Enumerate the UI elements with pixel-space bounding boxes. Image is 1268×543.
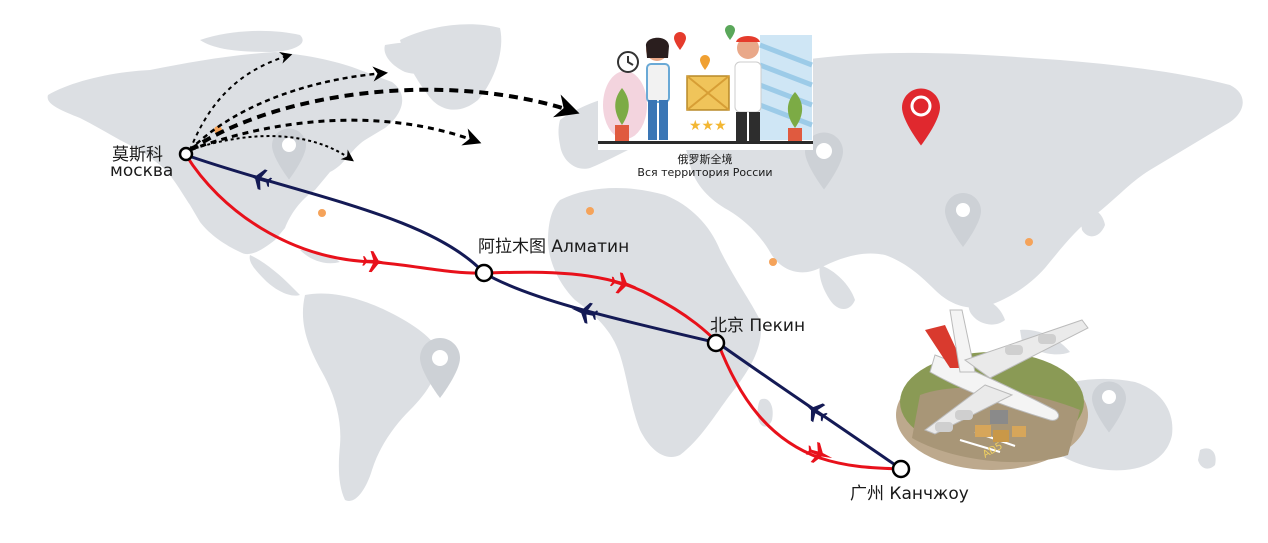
decorative-location-pins <box>272 128 1126 433</box>
beijing-label: 北京 Пекин <box>710 316 805 336</box>
almaty-label: 阿拉木图 Алматин <box>478 237 629 257</box>
moscow-label-ru: москва <box>110 161 173 181</box>
guangzhou-label: 广州 Канчжоу <box>850 484 969 504</box>
distribution-arrows <box>188 52 580 162</box>
node-moscow <box>178 146 194 162</box>
location-pin-icon <box>420 338 460 398</box>
location-pin-icon <box>1092 381 1126 433</box>
location-pin-icon <box>945 193 981 247</box>
navy-route-line <box>185 153 902 471</box>
moscow-label-zh: 莫斯科 <box>112 145 163 165</box>
node-guangzhou <box>891 459 911 479</box>
banner-text-zh: 俄罗斯全境 <box>678 152 733 166</box>
svg-text:★★★: ★★★ <box>689 118 727 134</box>
node-almaty <box>474 263 494 283</box>
location-pin-icon <box>805 132 843 190</box>
node-beijing <box>706 333 726 353</box>
red-location-pin-icon <box>902 88 940 146</box>
airplane-icon <box>797 394 832 427</box>
banner-text-ru: Вся территория России <box>637 166 772 179</box>
location-pin-icon <box>272 128 306 180</box>
warehouse-delivery-illustration: ★★★ <box>598 20 813 150</box>
cargo-airplane-illustration: AD5 <box>896 309 1089 470</box>
city-nodes <box>178 146 911 479</box>
